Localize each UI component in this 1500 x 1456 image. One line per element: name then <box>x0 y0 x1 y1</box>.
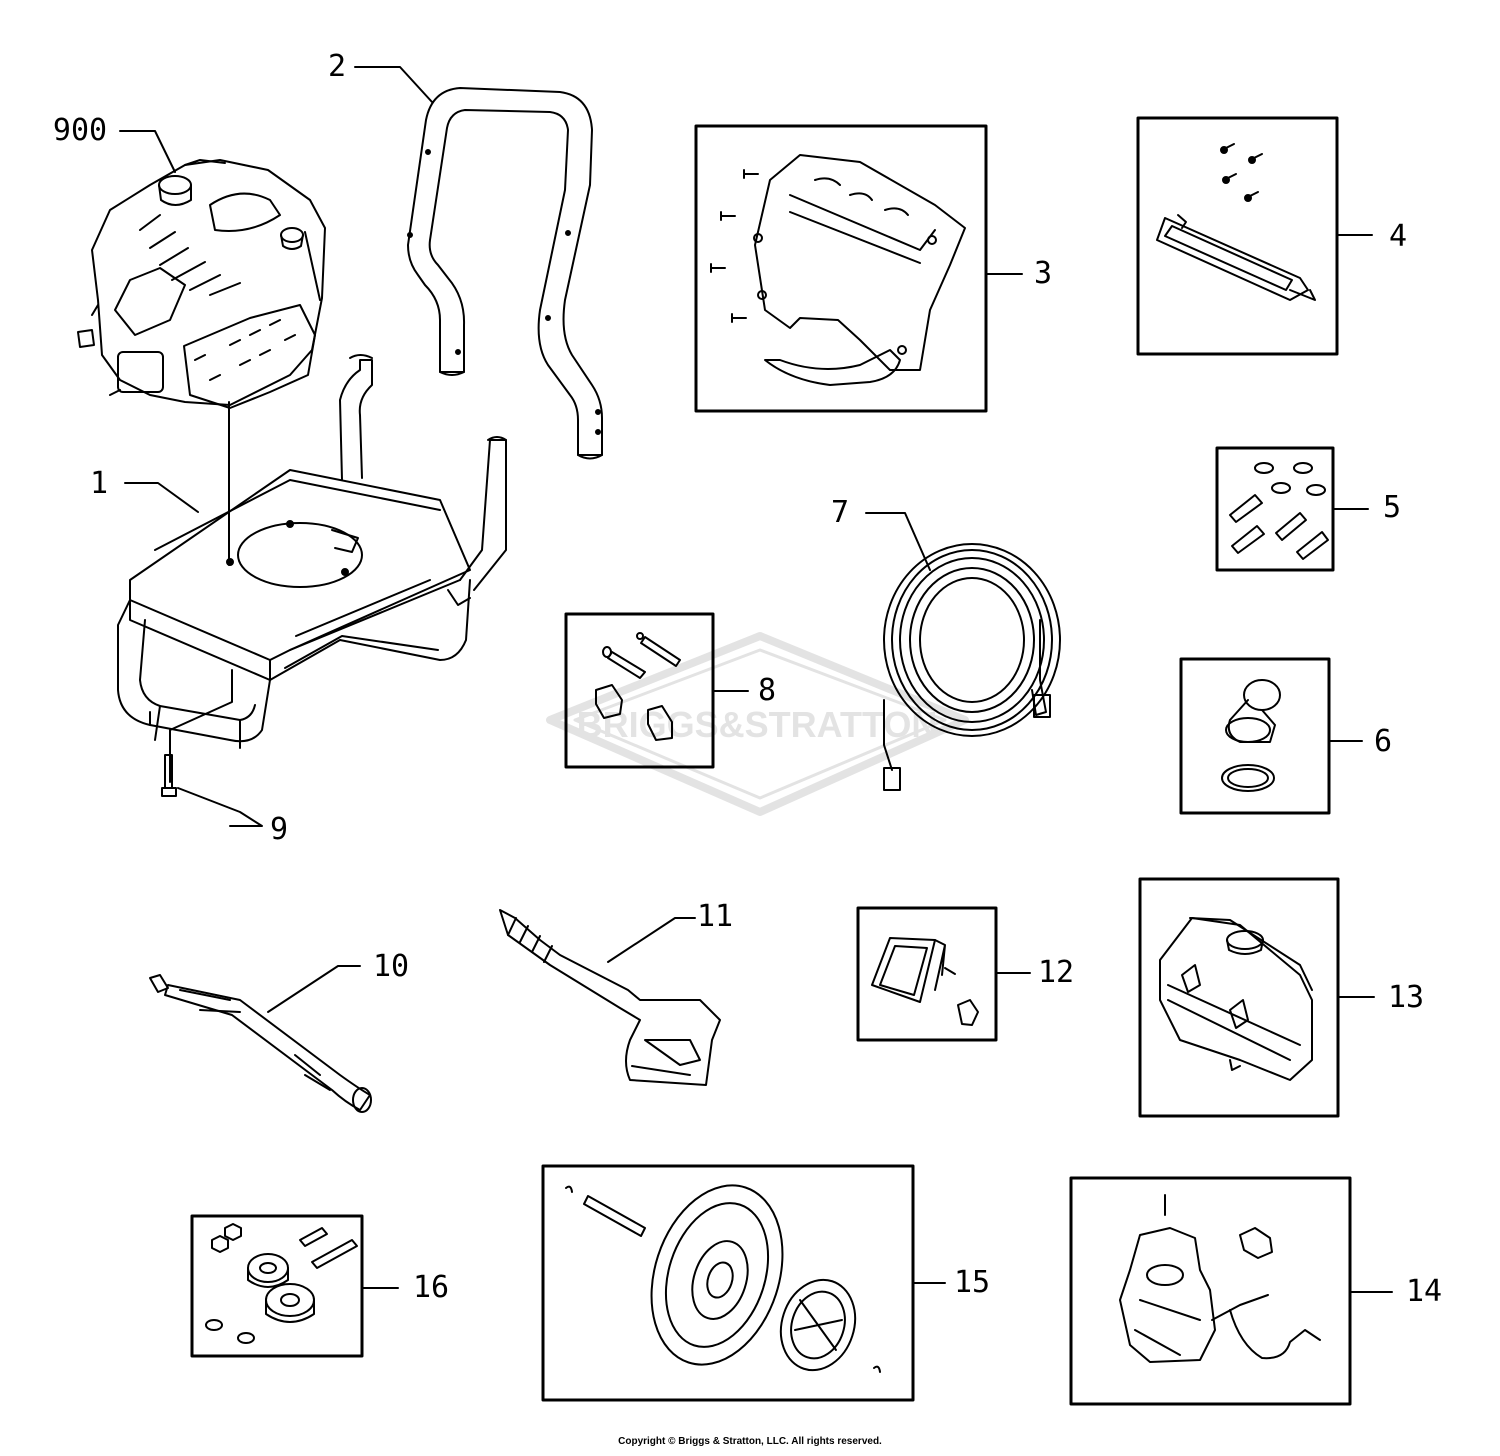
callout-8: 8 <box>757 673 777 708</box>
pump-14 <box>1119 1194 1321 1363</box>
callout-13: 13 <box>1387 980 1425 1015</box>
part-box-3 <box>694 124 988 413</box>
hardware-16 <box>205 1223 358 1344</box>
callout-14: 14 <box>1405 1274 1443 1309</box>
callout-4: 4 <box>1388 219 1408 254</box>
watermark-text: BRIGGS&STRATTON <box>577 704 938 745</box>
bracket-12 <box>871 937 979 1026</box>
callout-3: 3 <box>1033 256 1053 291</box>
leader-lines <box>119 66 1393 1293</box>
cap-gasket-6 <box>1221 679 1281 792</box>
bolts-knobs-8 <box>595 632 681 741</box>
callout-9: 9 <box>269 812 289 847</box>
part-box-13 <box>1138 877 1340 1118</box>
callout-16: 16 <box>412 1270 450 1305</box>
copyright-footer: Copyright © Briggs & Stratton, LLC. All … <box>618 1436 882 1447</box>
callout-15: 15 <box>953 1265 991 1300</box>
callout-1: 1 <box>89 466 109 501</box>
spray-gun-11 <box>499 909 721 1086</box>
callout-900: 900 <box>52 113 108 148</box>
callout-6: 6 <box>1373 724 1393 759</box>
part-box-4 <box>1136 116 1339 356</box>
wheel-axle-15 <box>565 1184 881 1373</box>
hose-7 <box>883 543 1061 791</box>
handle-2 <box>407 87 603 460</box>
part-box-16 <box>190 1214 364 1358</box>
briggs-stratton-watermark-logo: BRIGGS&STRATTON <box>546 632 969 816</box>
hose-hook-4 <box>1156 143 1316 301</box>
callout-12: 12 <box>1037 955 1075 990</box>
lance-10 <box>149 974 372 1113</box>
engine-900 <box>77 159 326 409</box>
callout-5: 5 <box>1382 490 1402 525</box>
detergent-tank-13 <box>1159 917 1313 1081</box>
callout-10: 10 <box>372 949 410 984</box>
bolt-9 <box>161 754 177 797</box>
callout-7: 7 <box>830 495 850 530</box>
part-box-6 <box>1179 657 1331 815</box>
bracket-3 <box>710 154 966 386</box>
bolts-washers-5 <box>1229 462 1329 560</box>
callout-2: 2 <box>327 49 347 84</box>
frame-1 <box>117 354 507 749</box>
part-box-5 <box>1215 446 1335 572</box>
callout-11: 11 <box>696 899 734 934</box>
